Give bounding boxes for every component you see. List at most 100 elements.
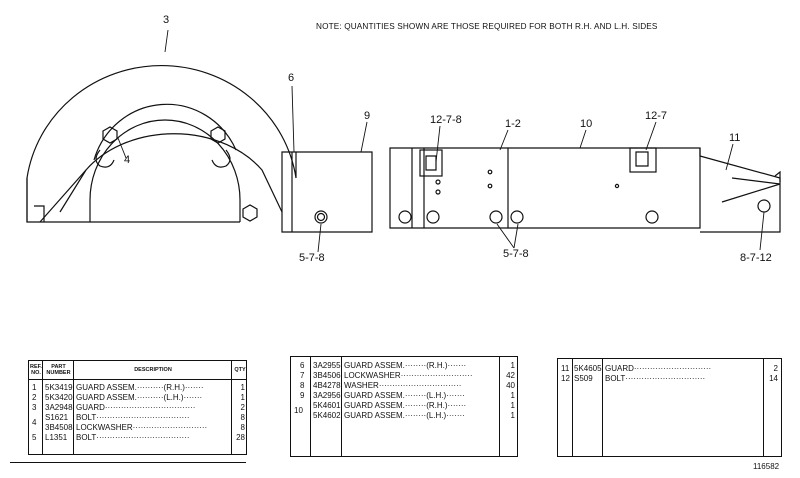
description: GUARD·································· (76, 403, 196, 412)
qty-header: QTY (234, 367, 246, 373)
callout-3: 3 (163, 14, 170, 26)
ref-no: 8 (300, 381, 305, 390)
callout-11: 11 (729, 132, 741, 144)
ref-no: 7 (300, 371, 305, 380)
part-number: 5K4605 (574, 364, 602, 373)
callout-6: 6 (288, 72, 295, 84)
quantity-note: NOTE: QUANTITIES SHOWN ARE THOSE REQUIRE… (316, 22, 658, 31)
table-row: 7 3B4506 LOCKWASHER·····················… (291, 371, 517, 381)
quantity: 28 (236, 433, 245, 442)
description: GUARD ASSEM.········(R.H.)······· (344, 401, 467, 410)
part-number: S1621 (45, 413, 69, 422)
quantity: 8 (240, 423, 245, 432)
ref-no: 2 (32, 393, 37, 402)
part-number: S509 (574, 374, 593, 383)
ref-no: 9 (300, 391, 305, 400)
ref-no: 4 (32, 418, 37, 427)
ref-no: 12 (561, 374, 570, 383)
quantity: 1 (240, 393, 245, 402)
quantity: 8 (240, 413, 245, 422)
description: GUARD ASSEM.········(L.H.)······· (344, 391, 465, 400)
quantity: 14 (769, 374, 778, 383)
ref-no: 3 (32, 403, 37, 412)
description: GUARD ASSEM.··········(R.H.)······· (76, 383, 204, 392)
arch-guard (26, 64, 297, 223)
parts-table-3: 11 5K4605 GUARD·························… (557, 358, 782, 457)
description: GUARD ASSEM.········(R.H.)······· (344, 361, 467, 370)
description: LOCKWASHER··························· (344, 371, 473, 380)
part-number: 5K3420 (45, 393, 73, 402)
description: BOLT······························ (605, 374, 706, 383)
quantity: 1 (510, 361, 515, 370)
guard-section-10 (508, 147, 701, 229)
table-row: 8 4B4278 WASHER·························… (291, 381, 517, 391)
description-header: DESCRIPTION (134, 367, 172, 373)
bottom-rule (10, 462, 246, 463)
leader-lines (117, 29, 765, 253)
parts-table-2: 6 3A2955 GUARD ASSEM.········(R.H.)·····… (290, 356, 518, 457)
callout-5-7-8-left: 5-7-8 (299, 252, 325, 264)
description: GUARD ASSEM.········(L.H.)······· (344, 411, 465, 420)
callout-5-7-8-middle: 5-7-8 (503, 248, 529, 260)
callout-4: 4 (124, 154, 131, 166)
table-row: 3B4508 LOCKWASHER·······················… (29, 423, 246, 433)
guard-section-1-2 (389, 147, 524, 229)
part-number: 5K4602 (313, 411, 341, 420)
callout-9: 9 (364, 110, 371, 122)
table-row: 1 5K3419 GUARD ASSEM.··········(R.H.)···… (29, 383, 246, 393)
table-row: 9 3A2956 GUARD ASSEM.········(L.H.)·····… (291, 391, 517, 401)
part-number-header: PART NUMBER (46, 364, 71, 376)
description: LOCKWASHER···························· (76, 423, 208, 432)
ref-no: 6 (300, 361, 305, 370)
part-number: 3A2956 (313, 391, 341, 400)
part-number: 3A2955 (313, 361, 341, 370)
part-number: 3A2948 (45, 403, 73, 412)
callout-1-2: 1-2 (505, 118, 521, 130)
parts-table-1: REF. NO. PART NUMBER DESCRIPTION QTY 1 5… (28, 360, 247, 455)
part-number: 3B4506 (313, 371, 341, 380)
table-row: 6 3A2955 GUARD ASSEM.········(R.H.)·····… (291, 361, 517, 371)
part-number: 4B4278 (313, 381, 341, 390)
guard-section-9 (281, 151, 373, 233)
table-row: 11 5K4605 GUARD·························… (558, 364, 781, 374)
part-number: L1351 (45, 433, 68, 442)
ref-no-header: REF. NO. (30, 364, 42, 376)
quantity: 42 (506, 371, 515, 380)
part-number: 5K4601 (313, 401, 341, 410)
quantity: 1 (240, 383, 245, 392)
table-row: 3 3A2948 GUARD··························… (29, 403, 246, 413)
callout-10: 10 (580, 118, 593, 130)
part-number: 3B4508 (45, 423, 73, 432)
guard-section-11 (699, 148, 781, 233)
quantity: 1 (510, 411, 515, 420)
description: GUARD ASSEM.··········(L.H.)······· (76, 393, 203, 402)
ref-no: 10 (294, 406, 303, 415)
table-row: 5 L1351 BOLT····························… (29, 433, 246, 443)
part-number: 5K3419 (45, 383, 73, 392)
description: BOLT··································· (76, 433, 190, 442)
callout-12-7: 12-7 (645, 110, 668, 122)
table-row: 2 5K3420 GUARD ASSEM.··········(L.H.)···… (29, 393, 246, 403)
bolt-hex (210, 126, 226, 144)
quantity: 2 (240, 403, 245, 412)
quantity: 2 (773, 364, 778, 373)
table-row: 10 5K4601 GUARD ASSEM.········(R.H.)····… (291, 401, 517, 415)
description: GUARD····························· (605, 364, 712, 373)
ref-no: 11 (561, 364, 570, 373)
callout-8-7-12: 8-7-12 (740, 252, 772, 264)
table-row: 5K4602 GUARD ASSEM.········(L.H.)·······… (291, 411, 517, 421)
description: BOLT··································· (76, 413, 190, 422)
bolt-hex (102, 126, 118, 144)
ref-no: 5 (32, 433, 37, 442)
quantity: 1 (510, 401, 515, 410)
table-row: 12 S509 BOLT····························… (558, 374, 781, 384)
description: WASHER······························· (344, 381, 462, 390)
quantity: 1 (510, 391, 515, 400)
bolt-hex (242, 204, 258, 222)
figure-id: 116582 (753, 462, 780, 471)
quantity: 40 (506, 381, 515, 390)
ref-no: 1 (32, 383, 37, 392)
table-row: 4 S1621 BOLT····························… (29, 413, 246, 427)
callout-12-7-8: 12-7-8 (430, 114, 462, 126)
